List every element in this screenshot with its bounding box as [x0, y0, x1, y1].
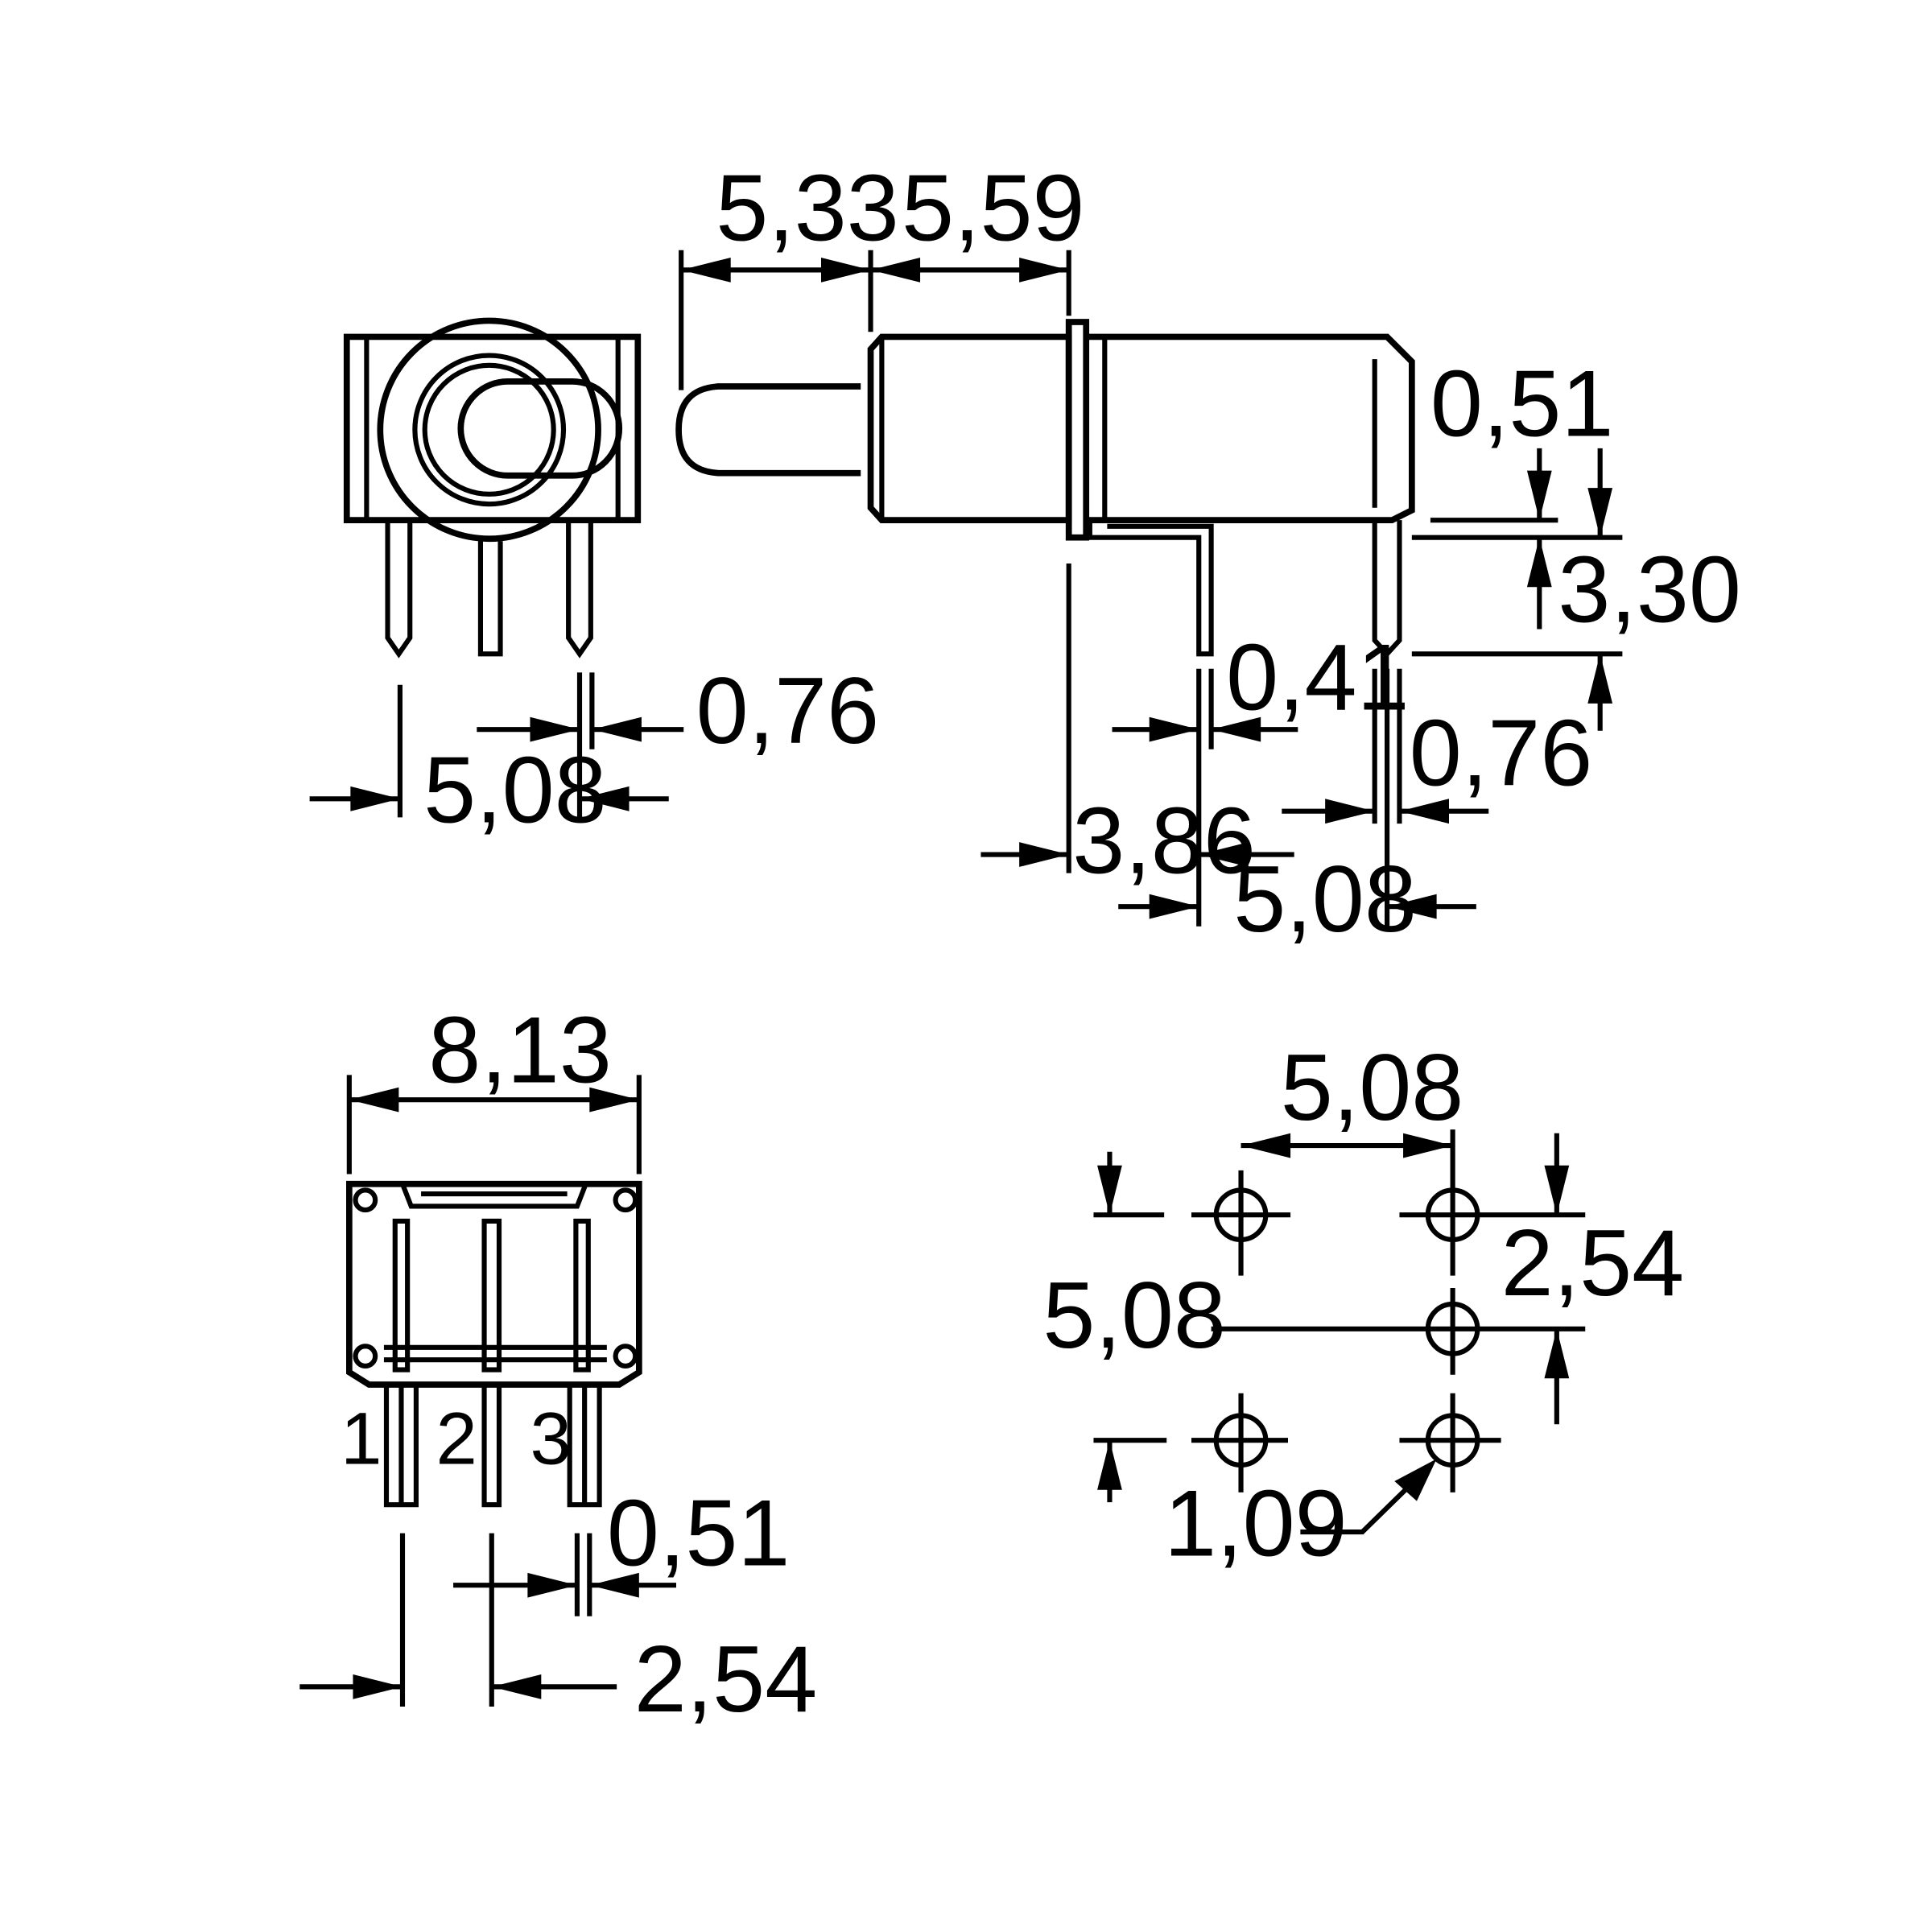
pin-label-1: 1	[341, 1396, 382, 1480]
row-spacing-label: 5,08	[1042, 1262, 1226, 1368]
bushing-length-label: 5,59	[902, 155, 1085, 260]
front-terminal-thickness-label: 0,41	[1226, 625, 1410, 730]
pin-pitch-label: 2,54	[634, 1626, 818, 1732]
front-pin-thickness-label: 0,76	[696, 658, 880, 763]
column-spacing-label: 5,08	[1281, 1034, 1464, 1140]
toggle-length-label: 5,33	[716, 155, 899, 260]
hole-diameter-label: 1,09	[1164, 1470, 1348, 1575]
row-pitch-label: 2,54	[1501, 1210, 1685, 1315]
pin-label-3: 3	[530, 1396, 571, 1480]
front-view: 0,76 5,08	[309, 317, 880, 843]
terminal-length-label: 3,30	[1558, 536, 1741, 642]
pcb-footprint: 5,08 5,08 2,54 1,09	[1042, 1034, 1684, 1576]
bottom-pin-thickness-label: 0,51	[607, 1480, 791, 1586]
pin-label-2: 2	[436, 1396, 477, 1480]
flange-to-terminal-label: 3,86	[1072, 788, 1256, 894]
body-width-label: 8,13	[428, 997, 612, 1103]
side-terminal-spacing-label: 5,08	[1233, 846, 1417, 952]
side-view: 5,33 5,59 0,51 3,30 0,41 0,76	[675, 155, 1741, 952]
front-pin-span-label: 5,08	[423, 737, 607, 843]
rear-terminal-thickness-label: 0,76	[1410, 700, 1593, 805]
terminal-offset-label: 0,51	[1430, 351, 1614, 456]
bottom-view: 8,13 1 2 3 0,51 2,54	[299, 997, 817, 1732]
